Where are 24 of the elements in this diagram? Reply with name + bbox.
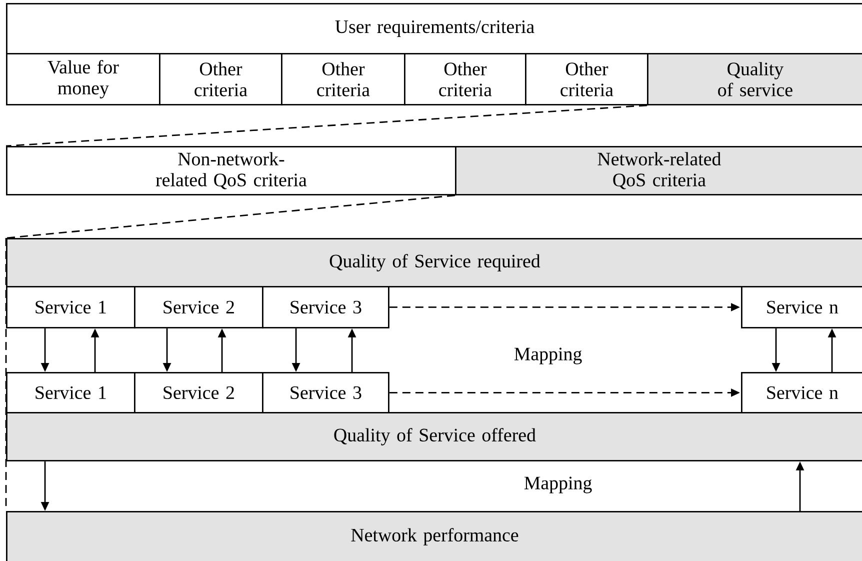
dashed-line	[6, 104, 648, 147]
service-box: Service 1	[6, 372, 136, 414]
service-box: Service n	[741, 286, 862, 328]
band-box: Network performance	[6, 511, 862, 561]
criteria-box: Non-network-related QoS criteria	[6, 146, 456, 196]
band-box: Quality of Service offered	[6, 412, 862, 462]
dashed-line	[6, 194, 456, 239]
criteria-cell: Other criteria	[281, 53, 406, 106]
mapping-label: Mapping	[524, 476, 592, 494]
criteria-cell: Other criteria	[404, 53, 526, 106]
band-box: Quality of Service required	[6, 238, 862, 288]
criteria-cell: Other criteria	[159, 53, 282, 106]
header-box: User requirements/criteria	[6, 3, 862, 54]
criteria-cell: Value for money	[6, 53, 160, 106]
criteria-cell: Quality of service	[647, 53, 862, 106]
service-box: Service 2	[134, 372, 264, 414]
criteria-box: Network-related QoS criteria	[455, 146, 862, 196]
service-box: Service 2	[134, 286, 264, 328]
criteria-cell: Other criteria	[525, 53, 648, 106]
service-box: Service 3	[262, 286, 390, 328]
service-box: Service n	[741, 372, 862, 414]
mapping-label: Mapping	[514, 348, 582, 364]
service-box: Service 3	[262, 372, 390, 414]
service-box: Service 1	[6, 286, 136, 328]
